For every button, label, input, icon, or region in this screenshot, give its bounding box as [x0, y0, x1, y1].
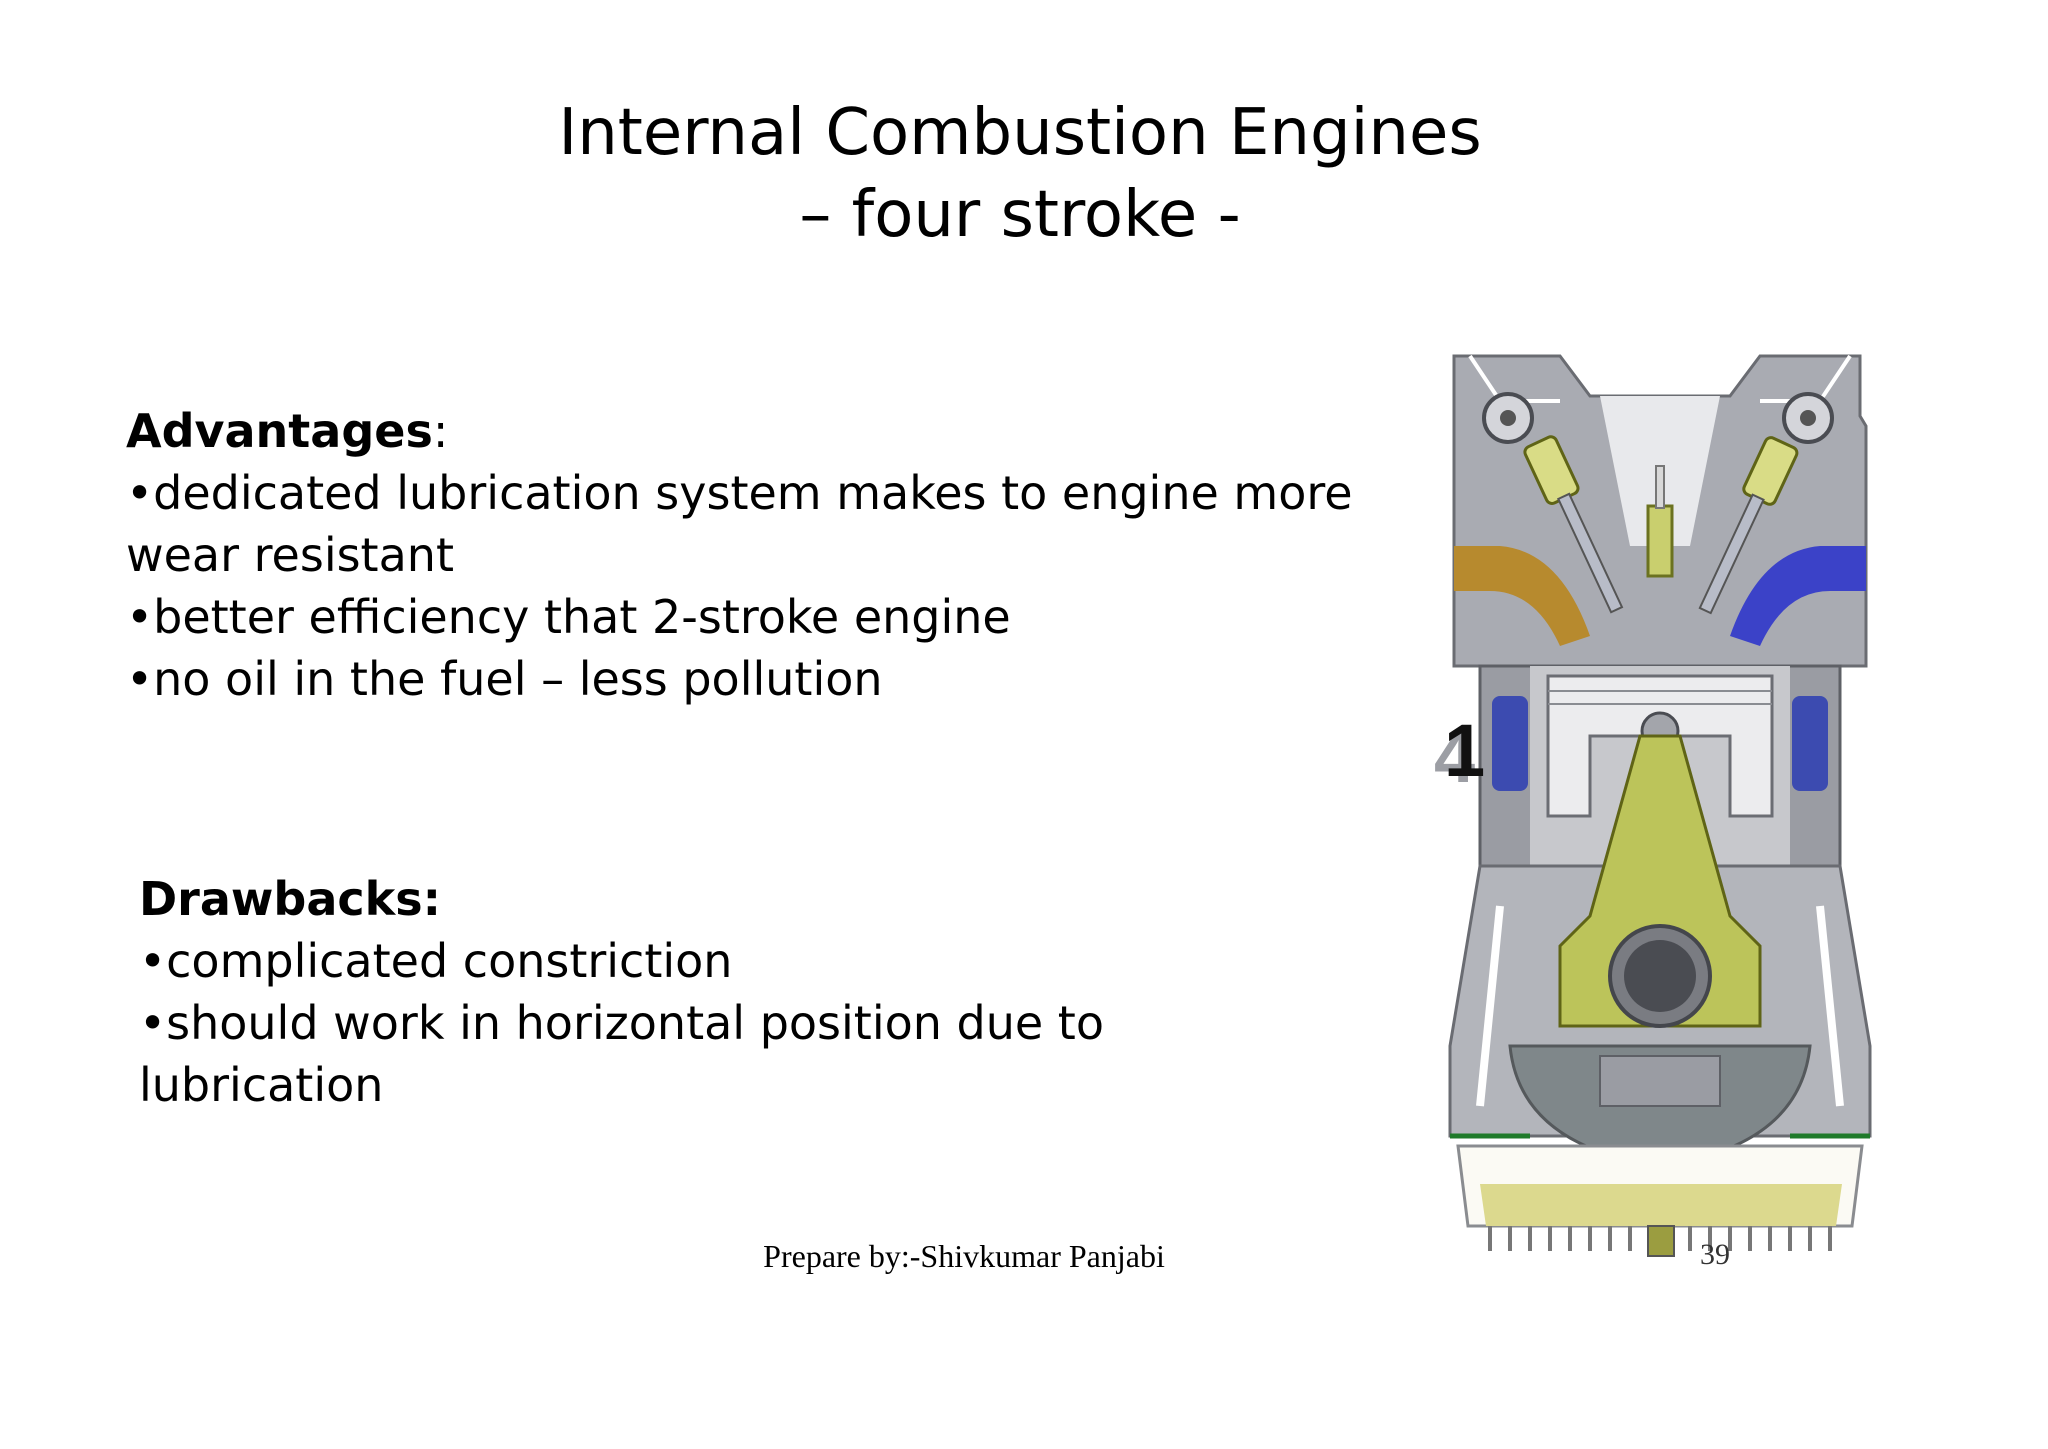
oil — [1480, 1184, 1842, 1226]
advantages-heading-row: Advantages: — [126, 400, 1386, 462]
footer-credit: Prepare by:-Shivkumar Panjabi — [763, 1238, 1165, 1274]
drain-plug — [1647, 1225, 1675, 1257]
drawbacks-heading: Drawbacks: — [139, 872, 442, 926]
exhaust-valve — [1698, 436, 1799, 615]
exhaust-port — [1730, 546, 1866, 646]
drawback-item-1: •complicated constriction — [139, 934, 733, 988]
drawbacks-section: Drawbacks: •complicated constriction •sh… — [139, 868, 1399, 1116]
oil-pan-fins — [1488, 1226, 1832, 1251]
slide-title-line-2: – four stroke - — [799, 178, 1241, 252]
four-stroke-engine-diagram: 4 1 — [1434, 354, 1872, 1257]
slide-title: Internal Combustion Engines – four strok… — [0, 92, 2044, 256]
coolant-left — [1492, 696, 1528, 791]
stroke-number: 1 — [1444, 709, 1485, 792]
advantages-heading: Advantages — [126, 404, 433, 458]
advantages-section: Advantages: •dedicated lubrication syste… — [126, 400, 1386, 710]
spark-plug — [1646, 504, 1674, 578]
slide-title-line-1: Internal Combustion Engines — [558, 96, 1482, 170]
piston — [1546, 674, 1774, 818]
connecting-rod — [1558, 734, 1762, 1028]
coolant-right — [1792, 696, 1828, 791]
advantages-colon: : — [432, 404, 449, 458]
intake-port — [1454, 546, 1590, 646]
stroke-number-shadow: 4 — [1434, 715, 1475, 798]
page-number: 39 — [1700, 1238, 1730, 1271]
drawback-item-2: •should work in horizontal position due … — [139, 996, 1104, 1112]
advantage-item-2: •better efficiency that 2-stroke engine — [126, 590, 1011, 644]
advantage-item-1: •dedicated lubrication system makes to e… — [126, 466, 1353, 582]
advantage-item-3: •no oil in the fuel – less pollution — [126, 652, 883, 706]
intake-valve — [1523, 435, 1624, 614]
